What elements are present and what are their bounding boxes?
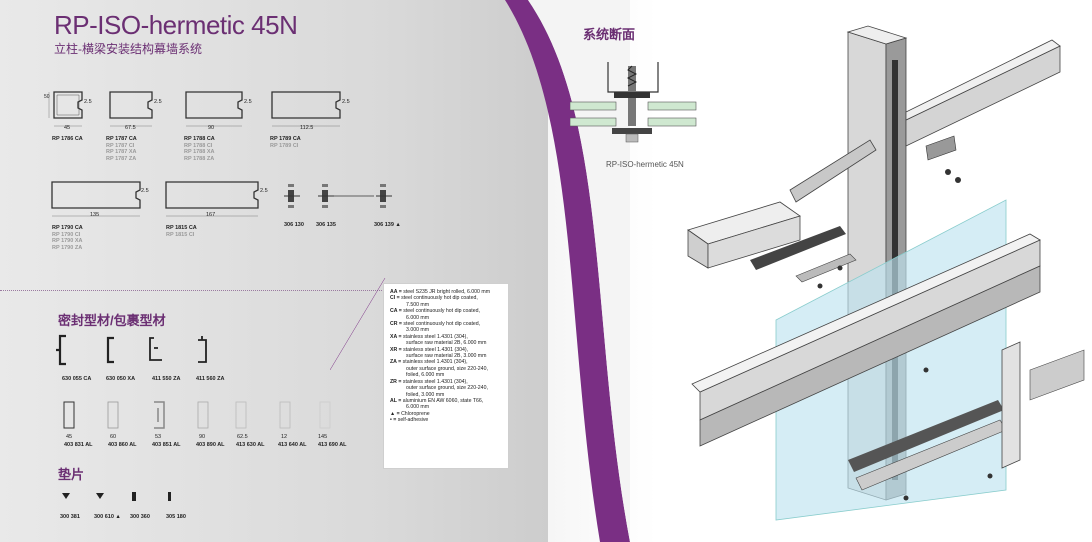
connector-label-306130: 306 130 <box>284 222 304 228</box>
legend-pointer-lines <box>330 277 386 370</box>
section-divider <box>0 290 470 291</box>
profile-rp1786-shape <box>48 91 83 127</box>
seal-label: 413 690 AL <box>318 442 347 448</box>
pad-section-title: 垫片 <box>58 467 85 482</box>
material-legend: AA = steel S235 JR bright rolled, 6.000 … <box>383 283 509 469</box>
profile-label-rp1788: RP 1788 CA RP 1788 CI RP 1788 XA RP 1788… <box>184 136 215 162</box>
seal-dim: 12 <box>281 434 288 440</box>
profile-dim-1790: 135 <box>90 212 100 218</box>
page-subtitle: 立柱-横梁安装结构幕墙系统 <box>54 42 202 56</box>
profile-height-label: 50 <box>44 94 50 100</box>
connector-306130-shape <box>284 184 300 208</box>
seal-section-title: 密封型材/包裹型材 <box>58 313 166 328</box>
profile-dim-1815: 167 <box>206 212 216 218</box>
connector-306135-shape <box>318 184 334 208</box>
profile-main-code: RP 1815 CA <box>166 225 197 231</box>
seal-label: 413 640 AL <box>278 442 307 448</box>
seal-label: 413 630 AL <box>236 442 265 448</box>
connector-label-306135: 306 135 <box>316 222 336 228</box>
profile-side-1815: 2.5 <box>260 188 268 194</box>
seals-row2-drawing <box>63 401 331 429</box>
seals-row1-drawing <box>56 334 207 366</box>
pad-label: 305 180 <box>166 514 186 520</box>
profile-label-rp1790: RP 1790 CA RP 1790 CI RP 1790 XA RP 1790… <box>52 225 83 251</box>
seal-dim: 53 <box>155 434 162 440</box>
profile-side-1789: 2.5 <box>342 99 350 105</box>
profile-rp1787-shape <box>109 91 153 127</box>
profiles-row2-drawing <box>51 181 392 217</box>
section-view-caption: RP-ISO-hermetic 45N <box>606 160 684 169</box>
seal-label: 403 831 AL <box>64 442 93 448</box>
profile-label-rp1815: RP 1815 CA RP 1815 CI <box>166 225 197 238</box>
connector-306139-shape <box>376 184 392 208</box>
seal-label: 411 560 ZA <box>196 376 225 382</box>
profile-label-rp1787: RP 1787 CA RP 1787 CI RP 1787 XA RP 1787… <box>106 136 137 162</box>
profile-main-code: RP 1790 CA <box>52 225 83 231</box>
pad-label: 300 360 <box>130 514 150 520</box>
profile-main-code: RP 1788 CA <box>184 136 215 142</box>
profile-side-1786: 2.5 <box>84 99 92 105</box>
profile-dim-1788: 90 <box>208 125 215 131</box>
pad-label: 300 381 <box>60 514 80 520</box>
pads-drawing <box>62 492 171 501</box>
profile-main-code: RP 1786 CA <box>52 136 83 142</box>
seal-label: 403 851 AL <box>152 442 181 448</box>
seal-dim: 145 <box>318 434 328 440</box>
profile-label-rp1789: RP 1789 CA RP 1789 CI <box>270 136 301 149</box>
profile-label-rp1786: RP 1786 CA <box>52 136 83 143</box>
profile-rp1789-shape <box>271 91 341 127</box>
seal-dim: 60 <box>110 434 117 440</box>
seal-label: 411 550 ZA <box>152 376 181 382</box>
page-title: RP-ISO-hermetic 45N <box>54 10 298 40</box>
profiles-row1-drawing <box>48 91 341 127</box>
seal-label: 403 890 AL <box>196 442 225 448</box>
profile-dim-1787: 67.5 <box>125 125 136 131</box>
section-view-drawing <box>570 62 697 143</box>
section-view-title: 系统断面 <box>583 27 636 42</box>
profile-dim-1786: 45 <box>64 125 71 131</box>
profile-main-code: RP 1789 CA <box>270 136 301 142</box>
connector-label-306139: 306 139 ▲ <box>374 222 401 228</box>
seal-dim: 62.5 <box>237 434 248 440</box>
seal-dim: 90 <box>199 434 206 440</box>
profile-main-code: RP 1787 CA <box>106 136 137 142</box>
exploded-assembly-illustration <box>687 25 1085 521</box>
seal-dim: 45 <box>66 434 73 440</box>
profile-side-1788: 2.5 <box>244 99 252 105</box>
purple-curve-band <box>505 0 630 542</box>
seal-label: 630 050 XA <box>106 376 136 382</box>
seal-label: 403 860 AL <box>108 442 137 448</box>
profile-side-1790: 2.5 <box>141 188 149 194</box>
pad-label: 300 610 ▲ <box>94 514 121 520</box>
seal-label: 630 055 CA <box>62 376 92 382</box>
profile-side-1787: 2.5 <box>154 99 162 105</box>
profile-dim-1789: 112.5 <box>300 125 314 131</box>
profile-rp1788-shape <box>185 91 243 127</box>
